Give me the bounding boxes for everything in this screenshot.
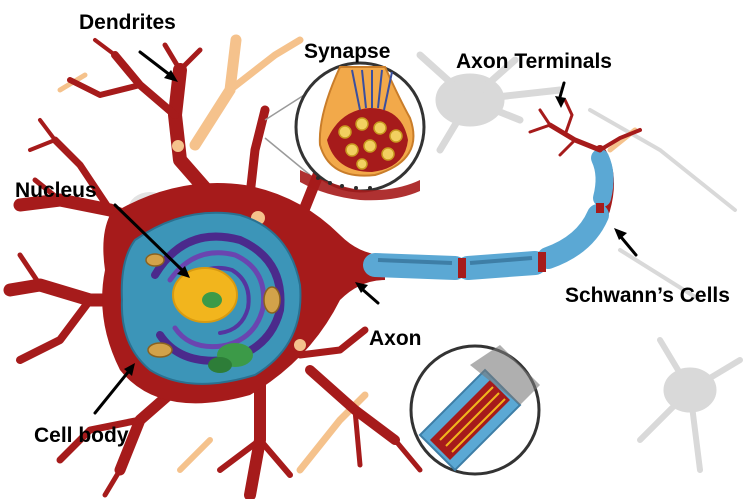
label-axon: Axon — [369, 328, 422, 349]
axon-cross-section-inset — [411, 345, 540, 474]
label-schwann-cells: Schwann’s Cells — [565, 285, 730, 306]
nucleolus — [202, 292, 222, 308]
label-dendrites: Dendrites — [79, 12, 176, 33]
label-axon-terminals: Axon Terminals — [456, 51, 612, 72]
label-synapse: Synapse — [304, 41, 390, 62]
label-cell-body: Cell body — [34, 425, 129, 446]
label-nucleus: Nucleus — [15, 180, 97, 201]
schwann-cells-shapes — [375, 158, 605, 278]
synapse-inset — [265, 63, 424, 200]
